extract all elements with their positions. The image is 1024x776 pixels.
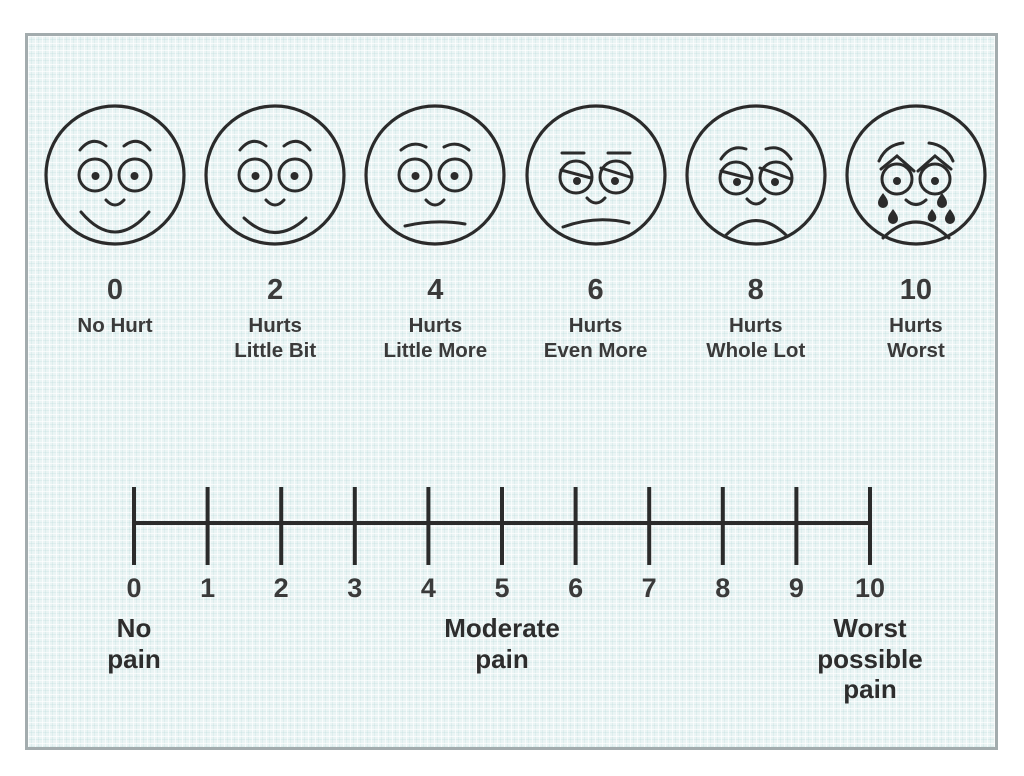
scale-tick-label-2: 2 [273, 573, 289, 603]
faces-row: 0 No Hurt 2 Hurts Little Bit [36, 100, 995, 363]
face-label: Hurts Little Bit [234, 314, 317, 362]
hurts-whole-lot-face-icon [685, 104, 827, 246]
face-label: Hurts Little More [383, 314, 488, 362]
scale-tick-label-4: 4 [420, 573, 436, 603]
scale-tick-label-3: 3 [347, 573, 363, 603]
hurts-even-more-face-icon [524, 104, 667, 246]
face-item-6: 6 Hurts Even More [517, 100, 675, 363]
numeric-scale-svg [132, 487, 872, 565]
scale-tick-label-9: 9 [788, 573, 804, 603]
face-value: 4 [427, 274, 444, 306]
face-value: 6 [587, 274, 604, 306]
face-item-10: 10 Hurts Worst [837, 100, 995, 363]
scale-tick-label-1: 1 [200, 573, 216, 603]
face-value: 0 [106, 274, 124, 306]
no-hurt-face-icon [44, 104, 186, 246]
hurts-worst-face-icon [845, 104, 987, 246]
face-label: Hurts Whole Lot [706, 314, 806, 362]
scale-tick-label-7: 7 [641, 573, 657, 603]
numeric-scale-anchors: No pain Moderate pain Worst possible pain [28, 613, 995, 713]
scale-anchor-worst: Worst possible pain [817, 613, 923, 705]
face-item-2: 2 Hurts Little Bit [196, 100, 354, 363]
face-item-4: 4 Hurts Little More [356, 100, 514, 363]
scale-anchor-moderate: Moderate pain [444, 613, 560, 674]
face-value: 8 [747, 274, 764, 306]
face-item-0: 0 No Hurt [36, 100, 194, 363]
face-label: Hurts Even More [543, 314, 648, 362]
pain-scale-panel: 0 No Hurt 2 Hurts Little Bit [25, 33, 998, 750]
face-label: No Hurt [77, 314, 153, 337]
face-value: 10 [899, 274, 933, 306]
scale-tick-label-8: 8 [715, 573, 731, 603]
numeric-scale-tick-labels: 0 1 2 3 4 5 6 7 8 9 10 [28, 575, 995, 605]
scale-tick-label-10: 10 [854, 573, 886, 603]
tears [877, 193, 955, 224]
scale-anchor-no: No pain [107, 613, 161, 674]
hurts-little-more-face-icon [364, 104, 506, 246]
hurts-little-bit-face-icon [204, 104, 346, 246]
face-value: 2 [267, 274, 284, 306]
scale-tick-label-0: 0 [126, 573, 142, 603]
face-item-8: 8 Hurts Whole Lot [677, 100, 835, 363]
scale-tick-label-5: 5 [494, 573, 510, 603]
scale-tick-label-6: 6 [568, 573, 584, 603]
face-label: Hurts Worst [887, 314, 945, 362]
